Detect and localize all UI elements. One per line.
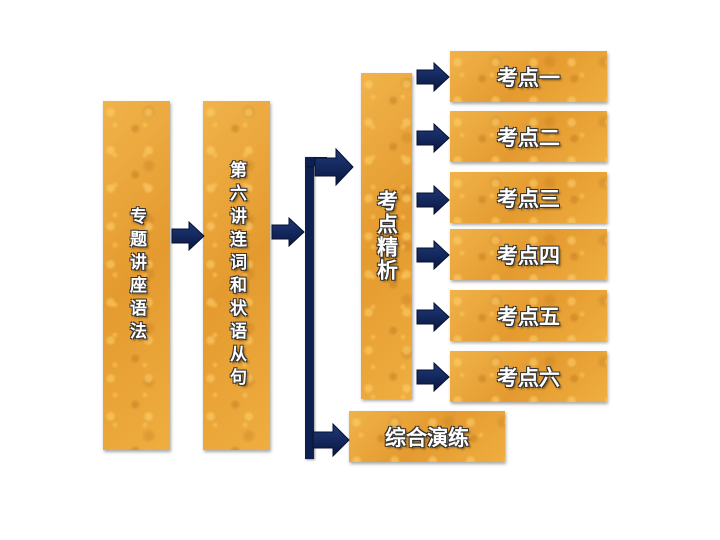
arrow-right-icon (312, 423, 350, 457)
point-label-1: 考点一 (497, 65, 560, 90)
arrow-right-icon (416, 240, 450, 270)
analysis-label: 考点精析 (374, 190, 399, 282)
arrow-right-icon (416, 362, 450, 392)
point-label-5: 考点五 (497, 304, 560, 329)
point-label-2: 考点二 (497, 125, 560, 150)
arrow-right-icon (416, 62, 450, 92)
topic-label: 专题讲座语法 (126, 206, 146, 345)
arrow-right-icon (416, 185, 450, 215)
arrow-right-icon (416, 123, 450, 153)
point-box-2: 考点二 (450, 111, 607, 162)
arrow-right-icon (314, 148, 354, 186)
analysis-box: 考点精析 (361, 73, 412, 399)
point-box-1: 考点一 (450, 51, 607, 102)
lesson-box: 第六讲连词和状语从句 (203, 101, 270, 450)
point-label-4: 考点四 (497, 243, 560, 268)
practice-label: 综合演练 (385, 425, 469, 450)
practice-box: 综合演练 (349, 411, 505, 462)
arrow-right-icon (416, 302, 450, 332)
point-label-6: 考点六 (497, 365, 560, 390)
branch-connector-vertical (305, 157, 314, 459)
point-label-3: 考点三 (497, 186, 560, 211)
lesson-label: 第六讲连词和状语从句 (226, 160, 246, 391)
arrow-right-icon (171, 221, 205, 251)
point-box-4: 考点四 (450, 229, 607, 280)
topic-box: 专题讲座语法 (103, 101, 170, 450)
point-box-3: 考点三 (450, 172, 607, 223)
point-box-5: 考点五 (450, 290, 607, 341)
point-box-6: 考点六 (450, 351, 607, 402)
arrow-right-icon (271, 217, 305, 247)
